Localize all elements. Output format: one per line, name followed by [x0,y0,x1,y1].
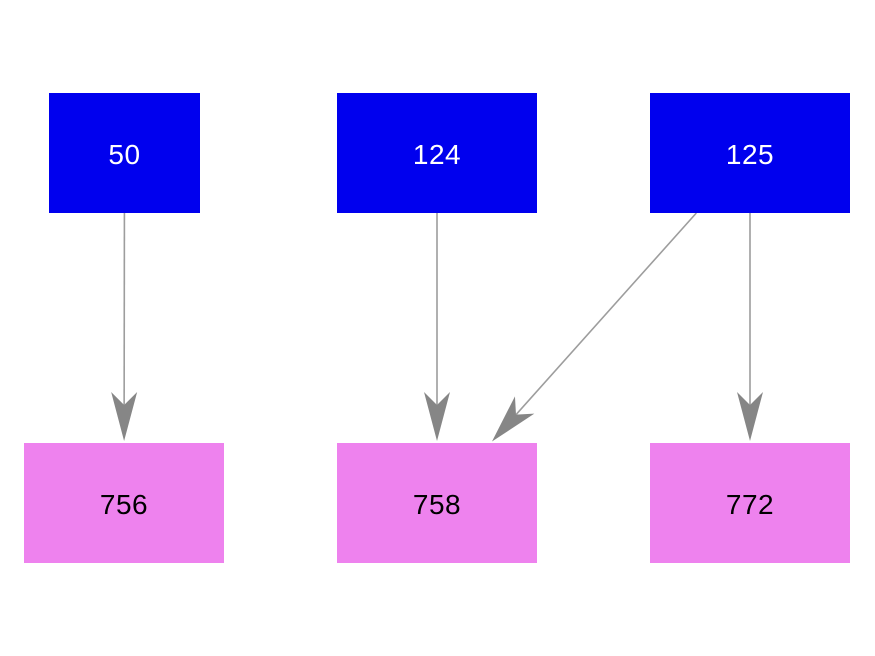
node-50: 50 [49,93,200,213]
node-label: 756 [99,488,149,520]
node-label: 124 [412,138,462,170]
node-125: 125 [650,93,850,213]
node-label: 125 [725,138,775,170]
node-label: 758 [412,488,462,520]
node-758: 758 [337,443,537,563]
node-label: 50 [108,138,141,170]
node-124: 124 [337,93,537,213]
node-756: 756 [24,443,224,563]
node-label: 772 [725,488,775,520]
node-772: 772 [650,443,850,563]
